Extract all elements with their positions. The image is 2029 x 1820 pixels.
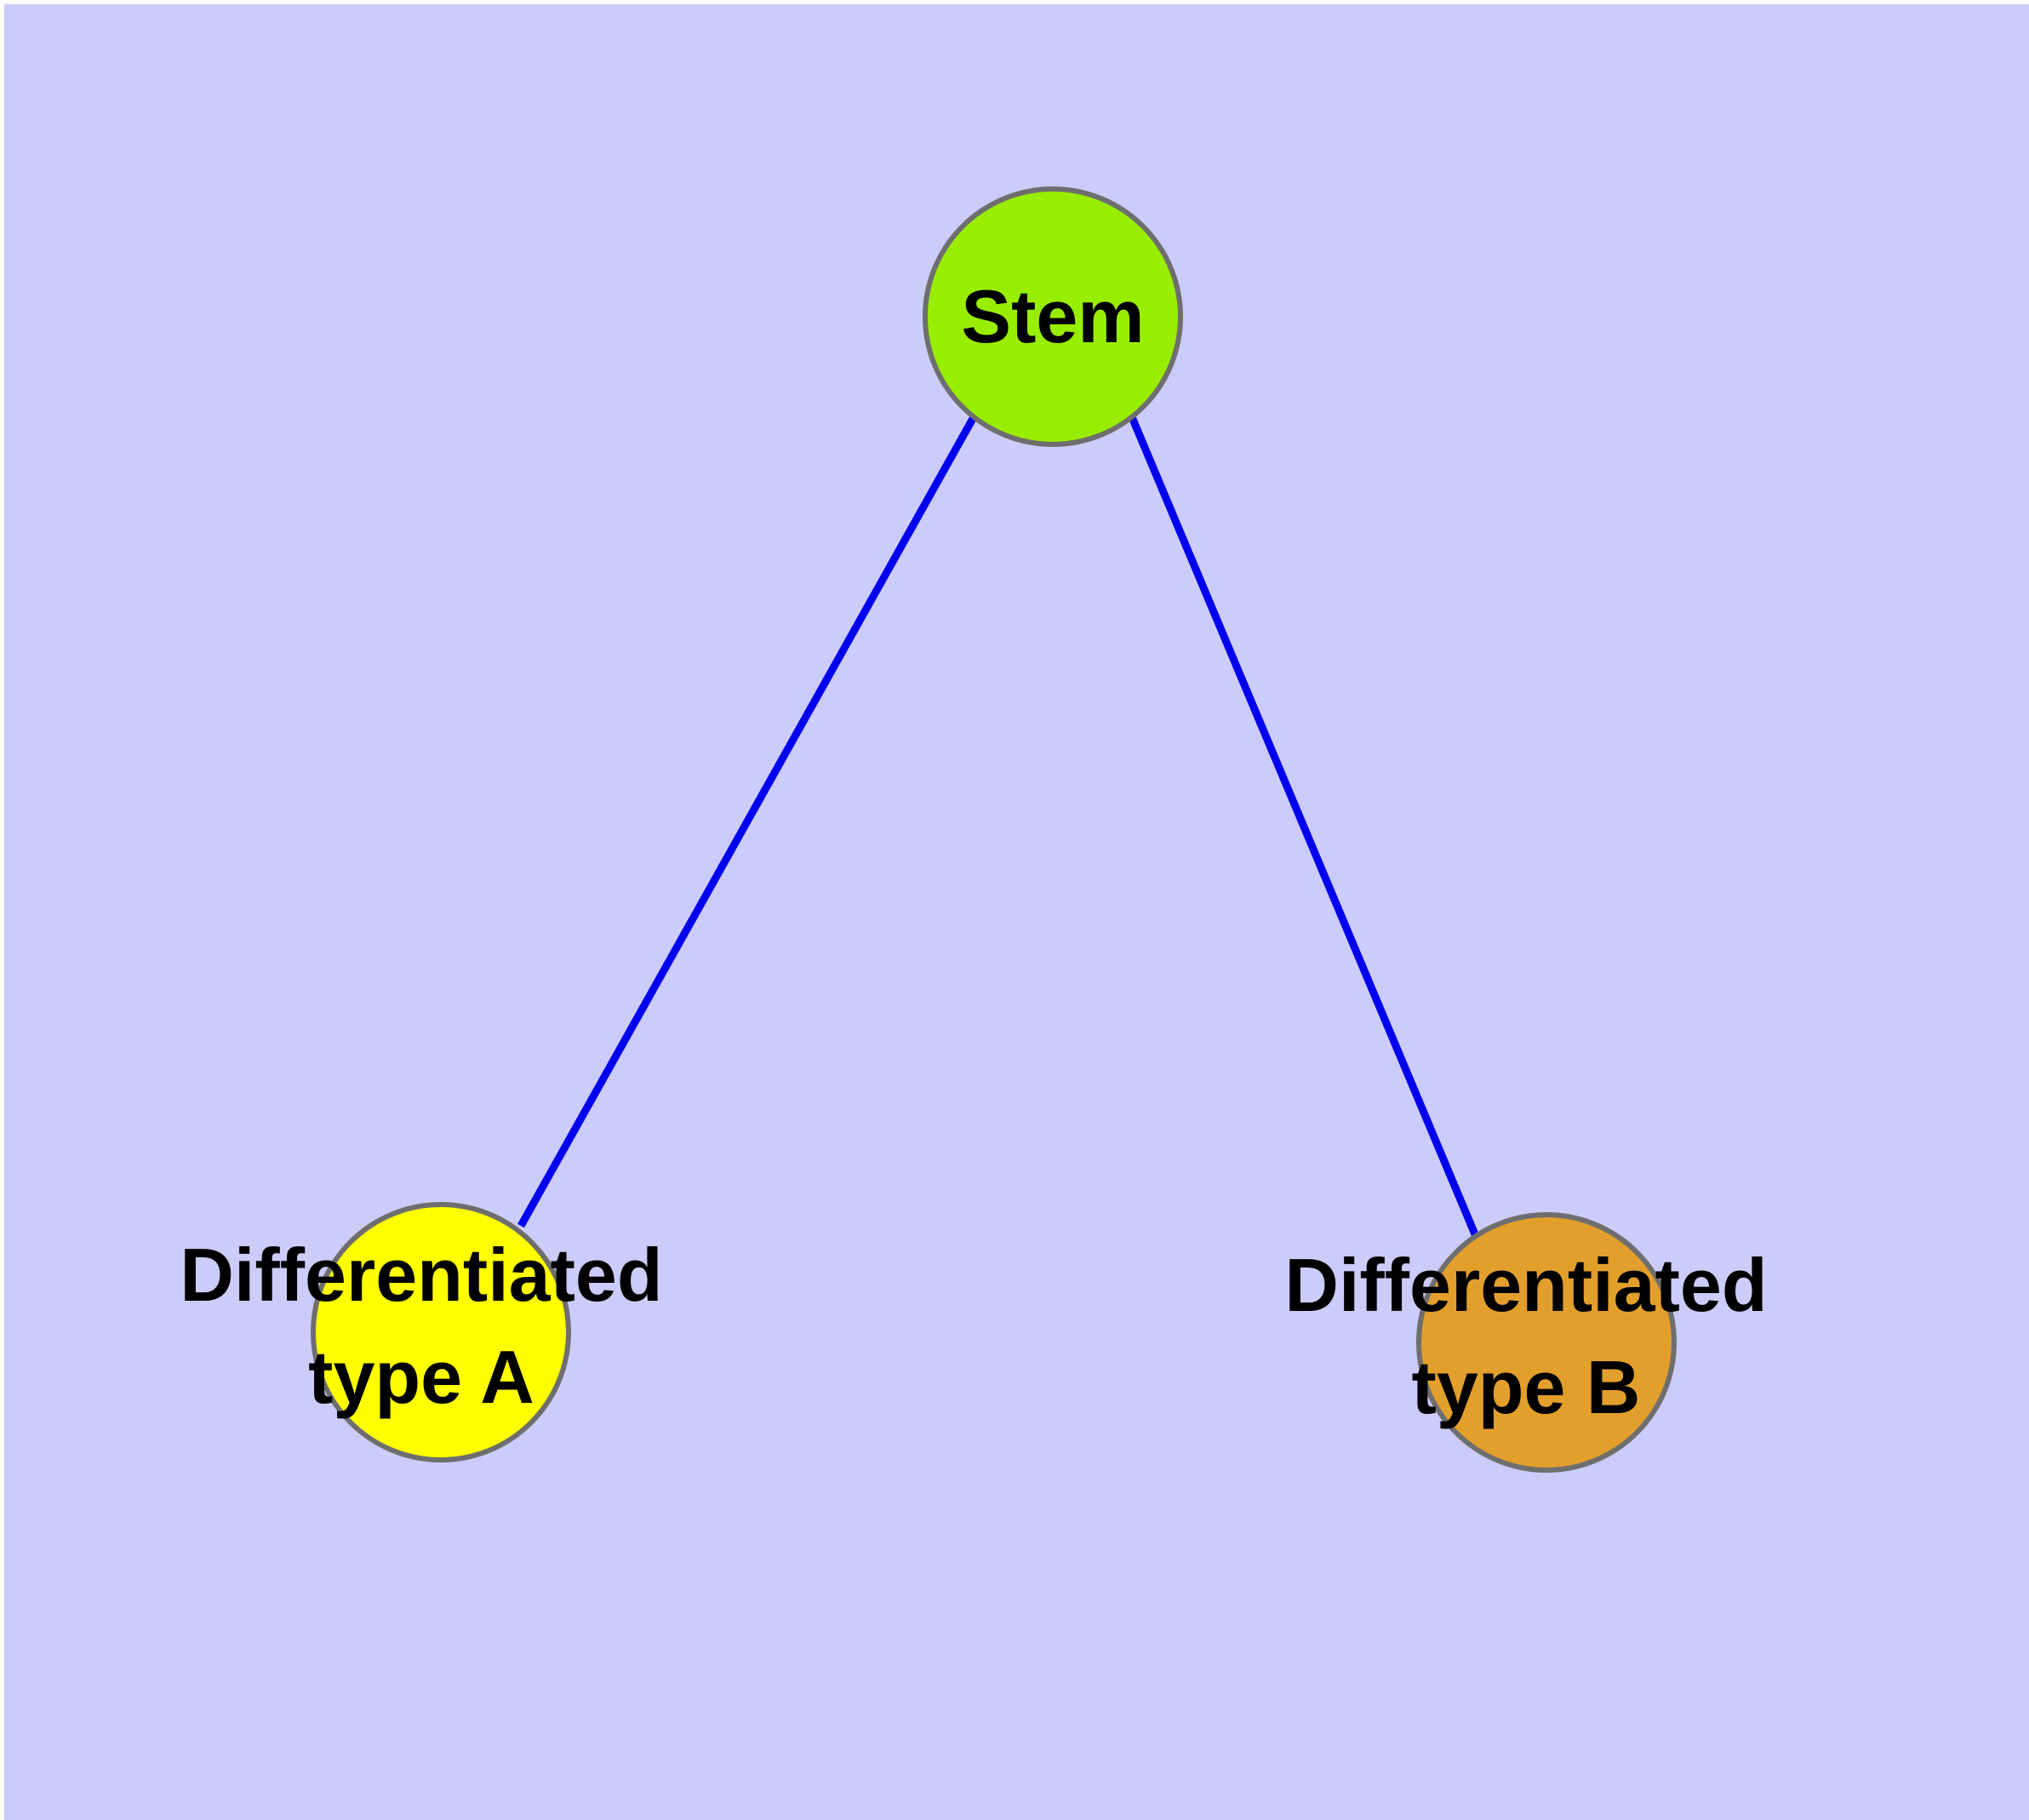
node-differentiated-type-a-label-line1: Differentiated [180,1233,662,1317]
node-differentiated-type-b-label-line1: Differentiated [1284,1243,1767,1327]
node-stem[interactable] [923,186,1183,447]
edge-stem-to-differentiated-type-a[interactable] [517,415,977,1228]
label-layer: Stem Differentiated type A Differentiate… [180,274,1767,1429]
node-stem-label: Stem [961,274,1144,358]
node-differentiated-type-b[interactable] [1416,1212,1677,1473]
node-differentiated-type-a-label-line2: type A [308,1335,534,1419]
edge-stem-to-differentiated-type-b[interactable] [1128,415,1479,1236]
node-differentiated-type-a[interactable] [311,1202,571,1462]
node-layer [311,186,1677,1473]
node-differentiated-type-b-circle[interactable] [1416,1212,1677,1473]
node-differentiated-type-a-circle[interactable] [311,1202,571,1462]
node-stem-circle[interactable] [923,186,1183,447]
node-differentiated-type-b-label-line2: type B [1412,1345,1641,1429]
edge-layer [517,415,1479,1236]
